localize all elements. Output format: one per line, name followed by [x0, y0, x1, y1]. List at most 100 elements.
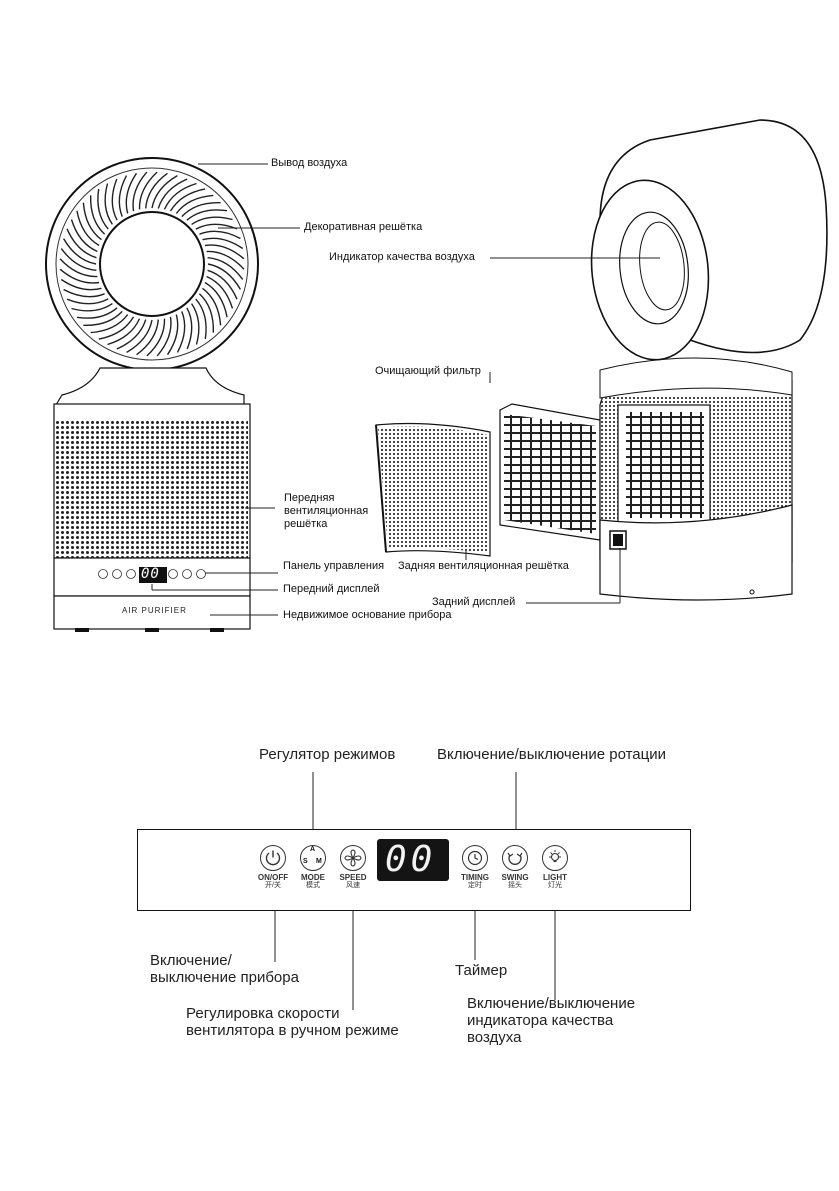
speed-button-label: SPEED	[339, 873, 367, 882]
fan-vane	[116, 319, 147, 350]
swing-button-cn: 摇头	[508, 882, 522, 889]
mode-button[interactable]: A S M	[300, 845, 326, 871]
fan-vane	[195, 223, 238, 230]
fan-vane	[71, 303, 113, 312]
fan-vane	[176, 311, 186, 353]
fan-vane	[206, 275, 234, 309]
fan-vane	[98, 316, 135, 340]
power-button-cn: 开/关	[265, 882, 281, 889]
label-light: Включение/выключение индикатора качества…	[467, 995, 635, 1046]
power-button-label: ON/OFF	[257, 873, 289, 882]
speed-button-cn: 风速	[346, 882, 360, 889]
label-rear-display: Задний дисплей	[432, 596, 516, 608]
fan-vane	[138, 171, 158, 210]
power-button[interactable]	[260, 845, 286, 871]
label-speed: Регулировка скорости вентилятора в ручно…	[186, 1005, 399, 1039]
label-light-line: Включение/выключение	[467, 995, 636, 1012]
label-aq-indicator: Индикатор качества воздуха	[329, 251, 475, 263]
speed-button[interactable]	[340, 845, 366, 871]
clock-icon	[467, 850, 482, 865]
device-illustration	[45, 119, 828, 632]
label-front-grille: Передняя вентиляционная решётка	[284, 492, 368, 531]
light-icon	[548, 849, 561, 862]
fan-vane	[199, 230, 241, 240]
fan-vane	[145, 172, 168, 209]
fan-vane	[186, 307, 193, 350]
label-front-grille-line: Передняя	[284, 492, 335, 504]
fan-vane	[82, 202, 102, 241]
label-light-line: воздуха	[467, 1029, 522, 1046]
timing-button-label: TIMING	[461, 873, 489, 882]
fan-vane	[104, 183, 113, 225]
label-light-line: индикатора качества	[467, 1012, 614, 1029]
front-fan-head	[45, 157, 259, 371]
fan-vane	[118, 175, 128, 217]
front-body	[53, 367, 251, 632]
front-panel-buttons	[98, 569, 206, 579]
fan-vane	[181, 201, 221, 218]
label-power-toggle: Включение/ выключение прибора	[150, 952, 299, 986]
fan-vane	[136, 319, 159, 356]
label-decor-grille: Декоративная решётка	[304, 221, 423, 233]
fan-vane	[83, 310, 123, 327]
fan-vane	[191, 303, 200, 345]
fan-vane	[76, 307, 118, 319]
front-small-display-bg	[139, 567, 167, 583]
fan-vane	[70, 219, 98, 253]
leader-lines	[151, 163, 660, 616]
fan-vane	[186, 209, 228, 221]
fan-vane	[62, 238, 97, 265]
fan-vane	[207, 269, 238, 300]
fan-vane	[195, 298, 207, 340]
fan-vane	[204, 281, 228, 318]
label-front-grille-line: вентиляционная	[284, 505, 369, 517]
swing-button-label: SWING	[501, 873, 529, 882]
fan-vane	[198, 293, 215, 333]
fan-vane	[204, 244, 245, 260]
mode-icon: A S M	[301, 846, 324, 869]
fan-vane	[60, 248, 97, 271]
fan-vane	[97, 188, 109, 230]
label-filter: Очищающий фильтр	[375, 365, 481, 377]
fan-vane	[89, 195, 106, 235]
fan-vane	[66, 298, 109, 305]
label-front-grille-line: решётка	[284, 518, 328, 530]
power-icon	[265, 850, 280, 865]
label-air-outlet: Вывод воздуха	[271, 157, 348, 169]
fan-vane	[169, 188, 206, 212]
timing-button[interactable]	[462, 845, 488, 871]
fan-vane	[202, 287, 222, 326]
swing-icon	[507, 852, 523, 865]
label-swing-toggle: Включение/выключение ротации	[437, 746, 666, 763]
fan-vane	[146, 318, 166, 357]
swing-button[interactable]	[502, 845, 528, 871]
mode-letter-m: M	[316, 858, 322, 865]
fan-vane	[207, 257, 244, 280]
light-button-label: LIGHT	[543, 873, 567, 882]
fan-vane	[125, 172, 138, 214]
label-power-line: Включение/	[150, 952, 232, 969]
label-control-panel: Панель управления	[283, 560, 385, 572]
label-timer: Таймер	[455, 962, 508, 979]
front-small-display: 00	[141, 566, 160, 582]
panel-display: 00	[377, 839, 449, 881]
panel-display-value: 00	[385, 839, 437, 880]
fan-vane	[126, 319, 153, 354]
mode-letter-s: S	[303, 858, 308, 865]
light-button[interactable]	[542, 845, 568, 871]
fan-vane	[166, 314, 179, 356]
timing-button-cn: 定时	[468, 882, 482, 889]
fan-vane	[156, 316, 172, 357]
fan-vane	[163, 182, 197, 210]
label-speed-line: Регулировка скорости	[186, 1005, 340, 1022]
fan-vane	[107, 318, 141, 346]
label-rear-grille: Задняя вентиляционная решётка	[398, 560, 569, 572]
fan-icon	[344, 849, 362, 867]
fan-vane	[111, 178, 118, 221]
label-power-line: выключение прибора	[150, 969, 299, 986]
mode-letter-a: A	[310, 846, 316, 853]
fan-vane	[66, 228, 97, 259]
fan-vane	[90, 314, 129, 334]
mode-button-cn: 模式	[306, 882, 320, 889]
fan-vane	[59, 258, 98, 278]
